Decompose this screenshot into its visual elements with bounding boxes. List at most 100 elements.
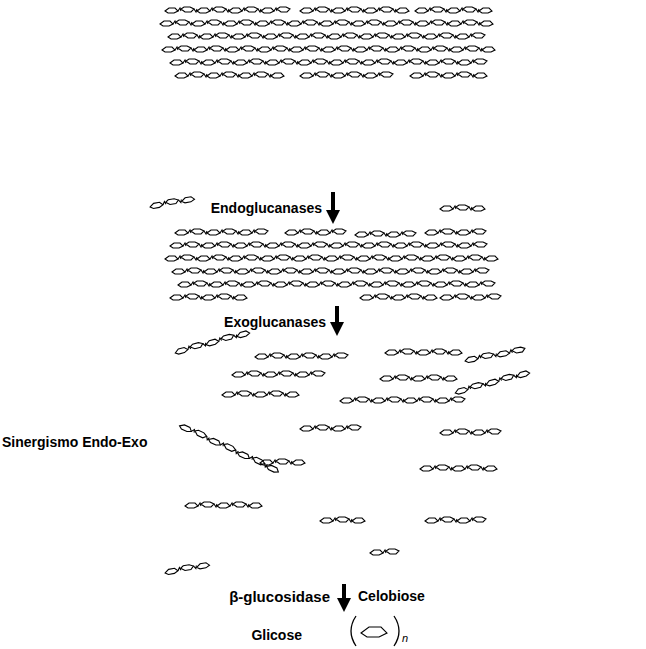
glucan-chain bbox=[178, 281, 495, 287]
glucose-ring bbox=[405, 255, 418, 260]
glucose-ring bbox=[170, 295, 183, 300]
glucose-ring bbox=[362, 60, 375, 65]
glucose-ring bbox=[340, 398, 353, 403]
glucose-ring bbox=[184, 33, 197, 38]
glucose-ring bbox=[346, 59, 359, 64]
glucose-ring bbox=[346, 242, 359, 247]
glucose-ring bbox=[376, 294, 389, 299]
glucose-ring bbox=[188, 268, 201, 273]
glucose-ring bbox=[322, 281, 335, 286]
glycosidic-bond bbox=[322, 257, 325, 260]
glycosidic-bond bbox=[351, 282, 354, 285]
glucose-ring bbox=[448, 21, 461, 26]
arrow-head bbox=[326, 210, 340, 224]
glucose-ring bbox=[236, 269, 249, 274]
glycosidic-bond bbox=[223, 282, 226, 285]
glucose-ring bbox=[280, 371, 293, 376]
glycosidic-bond bbox=[199, 296, 202, 299]
glycosidic-bond bbox=[431, 283, 434, 286]
glucose-ring bbox=[442, 242, 455, 247]
glycosidic-bond bbox=[220, 73, 223, 76]
glucose-ring bbox=[233, 502, 246, 507]
glucose-ring bbox=[389, 256, 402, 261]
glucose-ring bbox=[432, 20, 445, 25]
glucose-ring bbox=[298, 60, 311, 65]
glucan-chain bbox=[440, 429, 501, 435]
glucose-ring bbox=[290, 281, 303, 286]
glucose-ring bbox=[191, 229, 204, 234]
glucose-ring bbox=[165, 568, 179, 575]
glucose-ring bbox=[224, 21, 237, 26]
glycosidic-bond bbox=[284, 355, 287, 358]
glycosidic-bond bbox=[303, 283, 306, 286]
glycosidic-bond bbox=[439, 60, 442, 63]
glycosidic-bond bbox=[367, 47, 370, 50]
glycosidic-bond bbox=[471, 60, 474, 63]
glycosidic-bond bbox=[377, 73, 380, 76]
glucose-ring bbox=[270, 391, 283, 396]
glucose-ring bbox=[360, 295, 373, 300]
glucose-ring bbox=[376, 33, 389, 38]
glycosidic-bond bbox=[450, 257, 453, 260]
glycosidic-bond bbox=[438, 230, 441, 233]
glycosidic-bond bbox=[333, 518, 336, 521]
glucan-chain bbox=[355, 231, 416, 237]
glycosidic-bond bbox=[313, 73, 316, 76]
glycosidic-bond bbox=[199, 244, 202, 247]
glucose-ring bbox=[370, 550, 383, 555]
glucose-ring bbox=[456, 205, 469, 210]
glycosidic-bond bbox=[239, 283, 242, 286]
glucose-ring bbox=[220, 268, 233, 273]
glycosidic-bond bbox=[434, 256, 437, 259]
glycosidic-bond bbox=[425, 376, 428, 379]
glycosidic-bond bbox=[236, 74, 239, 77]
glucose-ring bbox=[442, 73, 455, 78]
glucose-ring bbox=[221, 333, 235, 341]
arrow bbox=[330, 306, 344, 336]
glucose-ring bbox=[457, 518, 470, 523]
glycosidic-bond bbox=[301, 21, 304, 24]
glycosidic-bond bbox=[446, 351, 449, 354]
parenthesis bbox=[394, 616, 399, 646]
glycosidic-bond bbox=[421, 296, 424, 299]
glucose-ring bbox=[352, 518, 365, 523]
glycosidic-bond bbox=[249, 269, 252, 272]
glucose-ring bbox=[364, 269, 377, 274]
glycosidic-bond bbox=[217, 269, 220, 272]
glucose-ring bbox=[444, 376, 457, 381]
glycosidic-bond bbox=[453, 295, 456, 298]
glucan-chain bbox=[160, 20, 493, 26]
glucose-ring bbox=[470, 382, 484, 390]
glucose-ring bbox=[454, 387, 468, 395]
glycosidic-bond bbox=[231, 61, 234, 64]
glucose-ring bbox=[287, 354, 300, 359]
glucose-ring bbox=[472, 206, 485, 211]
glucose-ring bbox=[420, 397, 433, 402]
glucan-chain bbox=[165, 255, 498, 261]
glycosidic-bond bbox=[198, 503, 201, 506]
glucose-ring bbox=[258, 47, 271, 52]
glycosidic-bond bbox=[455, 244, 458, 247]
arrow-shaft bbox=[342, 584, 346, 600]
glycosidic-bond bbox=[204, 74, 207, 77]
glucose-ring bbox=[165, 198, 179, 205]
glucose-ring bbox=[300, 73, 313, 78]
glucose-ring bbox=[410, 242, 423, 247]
glucan-chain bbox=[149, 195, 194, 209]
glucose-ring bbox=[348, 268, 361, 273]
glucose-ring bbox=[222, 392, 235, 397]
glycosidic-bond bbox=[414, 351, 417, 354]
glucose-ring bbox=[452, 397, 465, 402]
glucose-ring bbox=[197, 8, 210, 13]
glucose-ring bbox=[325, 256, 338, 261]
glucose-ring bbox=[408, 294, 421, 299]
glucan-chain bbox=[175, 72, 284, 78]
glycosidic-bond bbox=[482, 257, 485, 260]
glucose-ring bbox=[348, 72, 361, 77]
glycosidic-bond bbox=[273, 460, 276, 463]
glycosidic-bond bbox=[183, 295, 186, 298]
glycosidic-bond bbox=[271, 47, 274, 50]
glucose-ring bbox=[172, 269, 185, 274]
glucose-ring bbox=[252, 268, 265, 273]
glycosidic-bond bbox=[183, 60, 186, 63]
